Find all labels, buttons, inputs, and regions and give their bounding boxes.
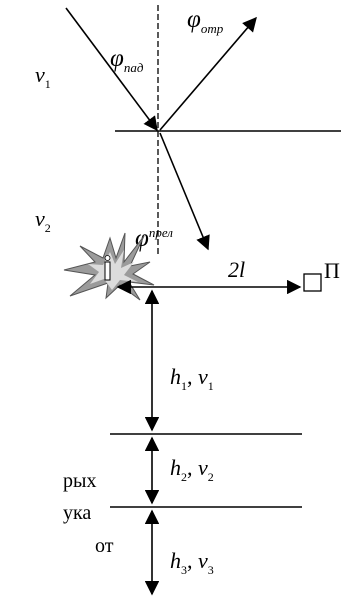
side-text-line-1: рых bbox=[63, 470, 96, 492]
refracted-ray bbox=[159, 132, 210, 251]
side-text-line-3: от bbox=[95, 535, 114, 557]
receiver-icon bbox=[303, 273, 322, 292]
v1-upper-label: v1 bbox=[35, 62, 51, 91]
layer1-label: h1, v1 bbox=[170, 364, 214, 393]
reflected-ray bbox=[159, 16, 257, 131]
v2-lower-label: v2 bbox=[35, 206, 51, 235]
layer2-label: h2, v2 bbox=[170, 455, 214, 484]
explosion-source-icon bbox=[63, 232, 155, 301]
phi-refracted-label: φпрел bbox=[135, 225, 173, 252]
phi-incident-label: φпад bbox=[110, 45, 144, 75]
receiver-label: П bbox=[324, 258, 340, 283]
distance-label: 2l bbox=[228, 257, 245, 282]
layer3-label: h3, v3 bbox=[170, 548, 214, 577]
incident-ray bbox=[65, 7, 158, 132]
phi-reflected-label: φотр bbox=[187, 6, 224, 36]
side-text-line-2: ука bbox=[63, 502, 91, 524]
